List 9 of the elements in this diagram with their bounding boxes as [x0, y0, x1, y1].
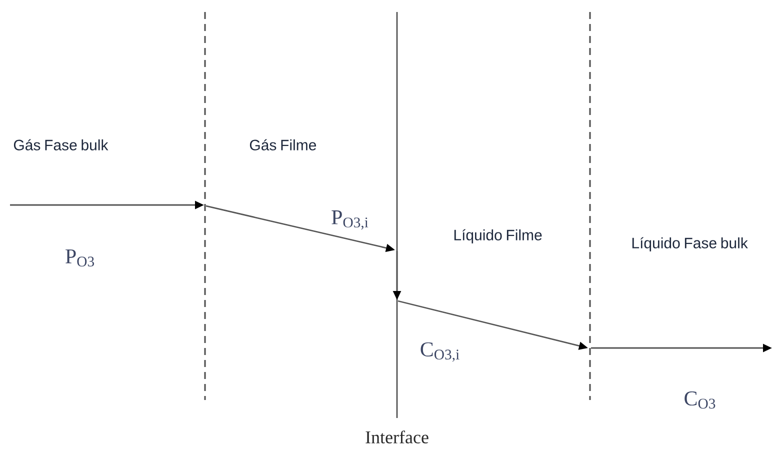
concentration-label: P$_{O3,i}$: [332, 210, 368, 230]
region-label: Gás Fase bulk: [14, 139, 108, 150]
region-label: Gás Filme: [250, 139, 316, 150]
concentration-label: P$_{O3}$: [66, 250, 94, 266]
interface-label: Interface: [366, 430, 428, 444]
region-label: Líquido Fase bulk: [632, 237, 748, 252]
concentration-label: C$_{O3,i}$: [420, 342, 460, 362]
concentration-label: C$_{O3}$: [684, 391, 716, 409]
region-label: Líquido Filme: [454, 229, 542, 244]
